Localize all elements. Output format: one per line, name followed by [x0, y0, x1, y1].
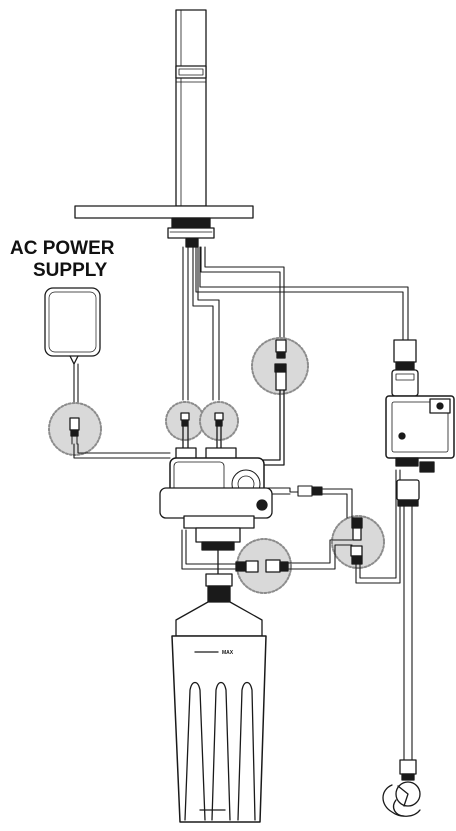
- pump-unit: [159, 447, 273, 576]
- cable-connectors: [69, 339, 363, 573]
- angle-stop-valve: [382, 759, 421, 817]
- reservoir-max-label: MAX: [222, 650, 234, 656]
- solenoid-valve: [385, 339, 455, 761]
- faucet-tubes: [182, 246, 409, 401]
- ac-power-adapter: [44, 287, 101, 421]
- soap-reservoir: [171, 573, 267, 823]
- mounting-plate: [74, 205, 254, 248]
- wires: [73, 443, 401, 584]
- faucet-spout: [175, 9, 207, 207]
- power-supply-label-line1: AC POWER: [10, 238, 115, 259]
- power-supply-label-line2: SUPPLY: [33, 260, 108, 281]
- highlight-circle: [331, 515, 385, 569]
